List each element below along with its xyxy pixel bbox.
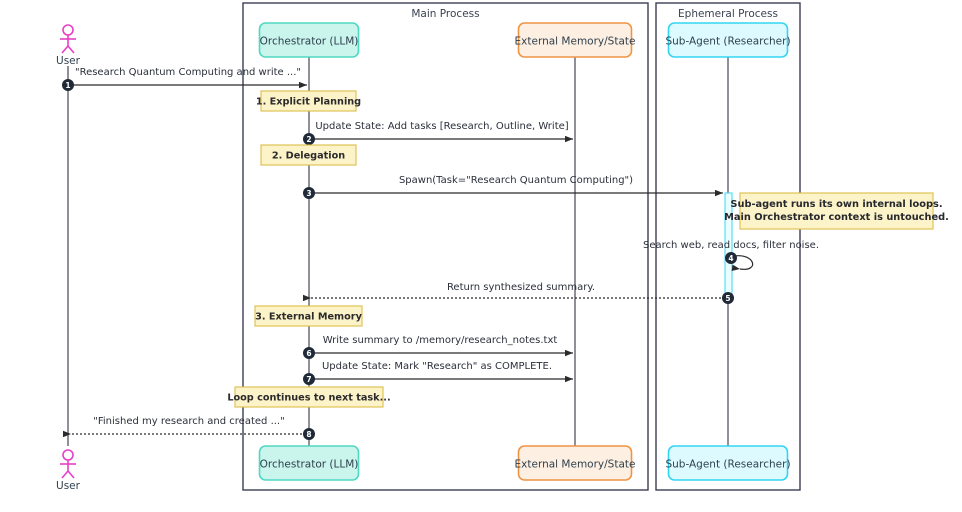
message-number-7: 7 [306, 375, 311, 384]
message-7[interactable]: Update State: Mark "Research" as COMPLET… [303, 361, 573, 385]
actor-leg-right-icon-top [67, 45, 75, 54]
note-delegation: 2. Delegation [260, 144, 357, 166]
participant-external-memory-top[interactable]: External Memory/State [515, 22, 636, 58]
message-label-1: "Research Quantum Computing and write ..… [75, 67, 301, 78]
message-5[interactable]: Return synthesized summary. 5 [303, 282, 734, 304]
message-badge-7 [303, 373, 315, 385]
note-label-delegation: 2. Delegation [272, 151, 345, 162]
group-box-ephemeral-process [655, 2, 801, 491]
message-badge-4 [725, 252, 737, 264]
message-number-2: 2 [306, 135, 311, 144]
actor-user-top[interactable]: User [56, 24, 81, 67]
note-label-subagent-context-line1: Sub-agent runs its own internal loops. [730, 199, 942, 210]
participant-label-orchestrator-bottom: Orchestrator (LLM) [260, 459, 359, 471]
message-6[interactable]: Write summary to /memory/research_notes.… [303, 335, 573, 359]
message-8[interactable]: "Finished my research and created ..." 8 [63, 416, 315, 440]
message-badge-5 [722, 292, 734, 304]
participant-box-orchestrator-top[interactable] [258, 22, 360, 58]
actor-leg-left-icon-bottom [61, 470, 69, 479]
note-label-explicit-planning: 1. Explicit Planning [256, 97, 361, 108]
message-self-loop-arrow-4 [731, 255, 754, 271]
message-4[interactable]: Search web, read docs, filter noise. 4 [643, 240, 819, 271]
participant-sub-agent-bottom[interactable]: Sub-Agent (Researcher) [665, 445, 791, 481]
message-label-3: Spawn(Task="Research Quantum Computing") [399, 175, 633, 186]
message-label-7: Update State: Mark "Research" as COMPLET… [322, 361, 552, 372]
group-title-ephemeral-process: Ephemeral Process [678, 8, 778, 20]
participant-label-external-memory-top: External Memory/State [515, 36, 636, 48]
message-badge-3 [303, 187, 315, 199]
actor-head-icon-top [62, 24, 74, 36]
note-explicit-planning: 1. Explicit Planning [256, 90, 361, 112]
message-3[interactable]: Spawn(Task="Research Quantum Computing")… [303, 175, 723, 199]
note-loop-continues: Loop continues to next task... [227, 386, 391, 408]
participant-box-orchestrator-bottom[interactable] [258, 445, 360, 481]
message-2[interactable]: Update State: Add tasks [Research, Outli… [303, 121, 573, 145]
message-number-4: 4 [728, 254, 733, 263]
note-subagent-context: Sub-agent runs its own internal loops. M… [724, 192, 949, 230]
participant-orchestrator-top[interactable]: Orchestrator (LLM) [258, 22, 360, 58]
participant-box-sub-agent-top[interactable] [667, 22, 789, 58]
note-box-delegation [260, 144, 357, 166]
participant-orchestrator-bottom[interactable]: Orchestrator (LLM) [258, 445, 360, 481]
actor-leg-left-icon-top [61, 45, 69, 54]
participant-sub-agent-top[interactable]: Sub-Agent (Researcher) [665, 22, 791, 58]
group-main-process: Main Process [242, 2, 649, 491]
actor-label-user-top: User [56, 55, 81, 67]
message-1[interactable]: "Research Quantum Computing and write ..… [62, 67, 307, 91]
note-label-external-memory: 3. External Memory [255, 312, 363, 323]
note-box-external-memory [254, 305, 363, 327]
participant-box-external-memory-bottom[interactable] [517, 445, 633, 481]
participant-box-external-memory-top[interactable] [517, 22, 633, 58]
message-label-8: "Finished my research and created ..." [93, 416, 284, 427]
group-ephemeral-process: Ephemeral Process [655, 2, 801, 491]
participant-label-sub-agent-top: Sub-Agent (Researcher) [665, 36, 790, 48]
participant-box-sub-agent-bottom[interactable] [667, 445, 789, 481]
message-number-5: 5 [725, 294, 730, 303]
note-label-subagent-context-line2: Main Orchestrator context is untouched. [724, 212, 949, 223]
message-label-6: Write summary to /memory/research_notes.… [323, 335, 558, 346]
message-label-4: Search web, read docs, filter noise. [643, 240, 819, 251]
note-external-memory: 3. External Memory [254, 305, 363, 327]
message-number-3: 3 [306, 189, 311, 198]
participant-label-external-memory-bottom: External Memory/State [515, 459, 636, 471]
participant-external-memory-bottom[interactable]: External Memory/State [515, 445, 636, 481]
message-label-5: Return synthesized summary. [447, 282, 595, 293]
note-box-explicit-planning [260, 90, 357, 112]
message-badge-2 [303, 133, 315, 145]
actor-label-user-bottom: User [56, 480, 81, 492]
actor-user-bottom[interactable]: User [56, 449, 81, 492]
note-box-subagent-context [739, 192, 934, 230]
message-badge-6 [303, 347, 315, 359]
message-badge-1 [62, 79, 74, 91]
message-number-1: 1 [65, 81, 70, 90]
note-box-loop-continues [234, 386, 384, 408]
message-label-2: Update State: Add tasks [Research, Outli… [315, 121, 568, 132]
participant-label-orchestrator-top: Orchestrator (LLM) [260, 36, 359, 48]
message-number-8: 8 [306, 430, 311, 439]
actor-head-icon-bottom [62, 449, 74, 461]
participant-label-sub-agent-bottom: Sub-Agent (Researcher) [665, 459, 790, 471]
actor-leg-right-icon-bottom [67, 470, 75, 479]
message-badge-8 [303, 428, 315, 440]
group-title-main-process: Main Process [411, 8, 479, 20]
group-box-main-process [242, 2, 649, 491]
message-number-6: 6 [306, 349, 311, 358]
note-label-loop-continues: Loop continues to next task... [227, 393, 390, 404]
